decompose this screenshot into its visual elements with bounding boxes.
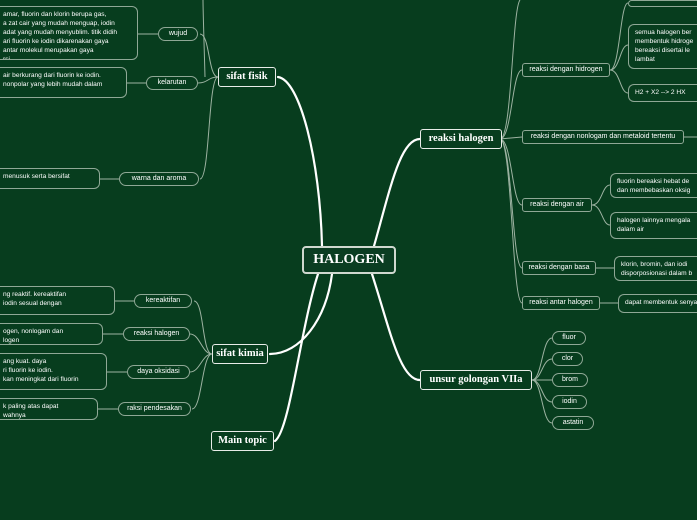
element-astatin[interactable]: astatin (552, 416, 594, 430)
element-iodin[interactable]: iodin (552, 395, 587, 409)
topic-unsur-golongan-viia[interactable]: unsur golongan VIIa (420, 370, 532, 390)
topic-sifat-kimia[interactable]: sifat kimia (212, 344, 268, 364)
leaf-hidrogen-2: H2 + X2 --> 2 HX (628, 84, 697, 102)
leaf-air-2: halogen lainnya mengala dalam air (610, 212, 697, 239)
leaf-text: adat yang mudah menyublim. titik didih (3, 29, 117, 36)
leaf-text: logen (3, 337, 20, 344)
leaf-warna-aroma: menusuk serta bersifat (0, 168, 100, 189)
subtopic-kereaktifan[interactable]: kereaktifan (134, 294, 192, 308)
leaf-text: ari fluorin ke iodin dikarenakan gaya (3, 38, 109, 45)
leaf-reaksi-pendesakan: k paling atas dapat wahnya (0, 398, 98, 420)
leaf-text: disporposionasi dalam b (621, 270, 693, 277)
subtopic-reaksi-halogen[interactable]: reaksi halogen (123, 327, 190, 341)
leaf-text: k paling atas dapat (3, 403, 59, 410)
element-fluor[interactable]: fluor (552, 331, 586, 345)
subtopic-reaksi-basa[interactable]: reaksi dengan basa (522, 261, 596, 275)
topic-sifat-fisik[interactable]: sifat fisik (218, 67, 276, 87)
leaf-text: kan meningkat dari fluorin (3, 376, 79, 383)
subtopic-reaksi-hidrogen[interactable]: reaksi dengan hidrogen (522, 63, 610, 77)
leaf-text: ng reaktif. kereaktifan (3, 291, 67, 298)
leaf-kereaktifan: ng reaktif. kereaktifan iodin sesual den… (0, 286, 115, 315)
leaf-text: membentuk hidroge (635, 38, 694, 45)
leaf-text: ri fluorin ke iodin. (3, 367, 53, 374)
leaf-text: ogen, nonlogam dan (3, 328, 64, 335)
leaf-text: dalam air (617, 226, 645, 233)
leaf-text: amar, fluorin dan klorin berupa gas, (3, 11, 107, 18)
leaf-text: antar molekul merupakan gaya (3, 47, 94, 54)
element-brom[interactable]: brom (552, 373, 588, 387)
leaf-text: menusuk serta bersifat (3, 173, 70, 180)
leaf-text: nonpolar yang lebih mudah dalam (3, 81, 103, 88)
leaf-text: ang kuat. daya (3, 358, 47, 365)
topic-reaksi-halogen[interactable]: reaksi halogen (420, 129, 502, 149)
leaf-hidrogen-1: semua halogen ber membentuk hidroge bere… (628, 24, 697, 69)
leaf-text: wahnya (3, 412, 26, 419)
leaf-top-cut (628, 0, 697, 7)
leaf-text: H2 + X2 --> 2 HX (635, 89, 686, 96)
leaf-basa: klorin, bromin, dan iodi disporposionasi… (614, 256, 697, 281)
element-clor[interactable]: clor (552, 352, 583, 366)
leaf-wujud: amar, fluorin dan klorin berupa gas, a z… (0, 6, 138, 60)
leaf-antar-halogen: dapat membentuk senya (618, 294, 697, 313)
leaf-text: dan membebaskan oksig (617, 187, 691, 194)
leaf-text: iodin sesual dengan (3, 300, 62, 307)
leaf-text: lambat (635, 56, 655, 63)
subtopic-kelarutan[interactable]: kelarutan (146, 76, 198, 90)
leaf-daya-oksidasi: ang kuat. daya ri fluorin ke iodin. kan … (0, 353, 107, 390)
subtopic-reaksi-air[interactable]: reaksi dengan air (522, 198, 592, 212)
subtopic-daya-oksidasi[interactable]: daya oksidasi (127, 365, 190, 379)
leaf-air-1: fluorin bereaksi hebat de dan membebaska… (610, 173, 697, 198)
subtopic-wujud[interactable]: wujud (158, 27, 198, 41)
leaf-text: halogen lainnya mengala (617, 217, 691, 224)
topic-main-topic[interactable]: Main topic (211, 431, 274, 451)
leaf-text: fluorin bereaksi hebat de (617, 178, 690, 185)
leaf-text: klorin, bromin, dan iodi (621, 261, 688, 268)
subtopic-reaksi-antar-halogen[interactable]: reaksi antar halogen (522, 296, 600, 310)
leaf-kelarutan: air berkurang dari fluorin ke iodin. non… (0, 67, 127, 98)
leaf-reaksi-halogen: ogen, nonlogam dan logen (0, 323, 103, 345)
leaf-text: a zat cair yang mudah menguap, iodin (3, 20, 115, 27)
central-topic[interactable]: HALOGEN (302, 246, 396, 274)
leaf-text: bereaksi disertai le (635, 47, 690, 54)
leaf-text: dapat membentuk senya (625, 299, 697, 306)
subtopic-reaksi-pendesakan[interactable]: raksi pendesakan (118, 402, 191, 416)
leaf-text: rsi (3, 56, 10, 60)
leaf-text: air berkurang dari fluorin ke iodin. (3, 72, 101, 79)
subtopic-reaksi-nonlogam[interactable]: reaksi dengan nonlogam dan metaloid tert… (522, 130, 684, 144)
subtopic-warna-aroma[interactable]: warna dan aroma (119, 172, 199, 186)
leaf-text: semua halogen ber (635, 29, 692, 36)
